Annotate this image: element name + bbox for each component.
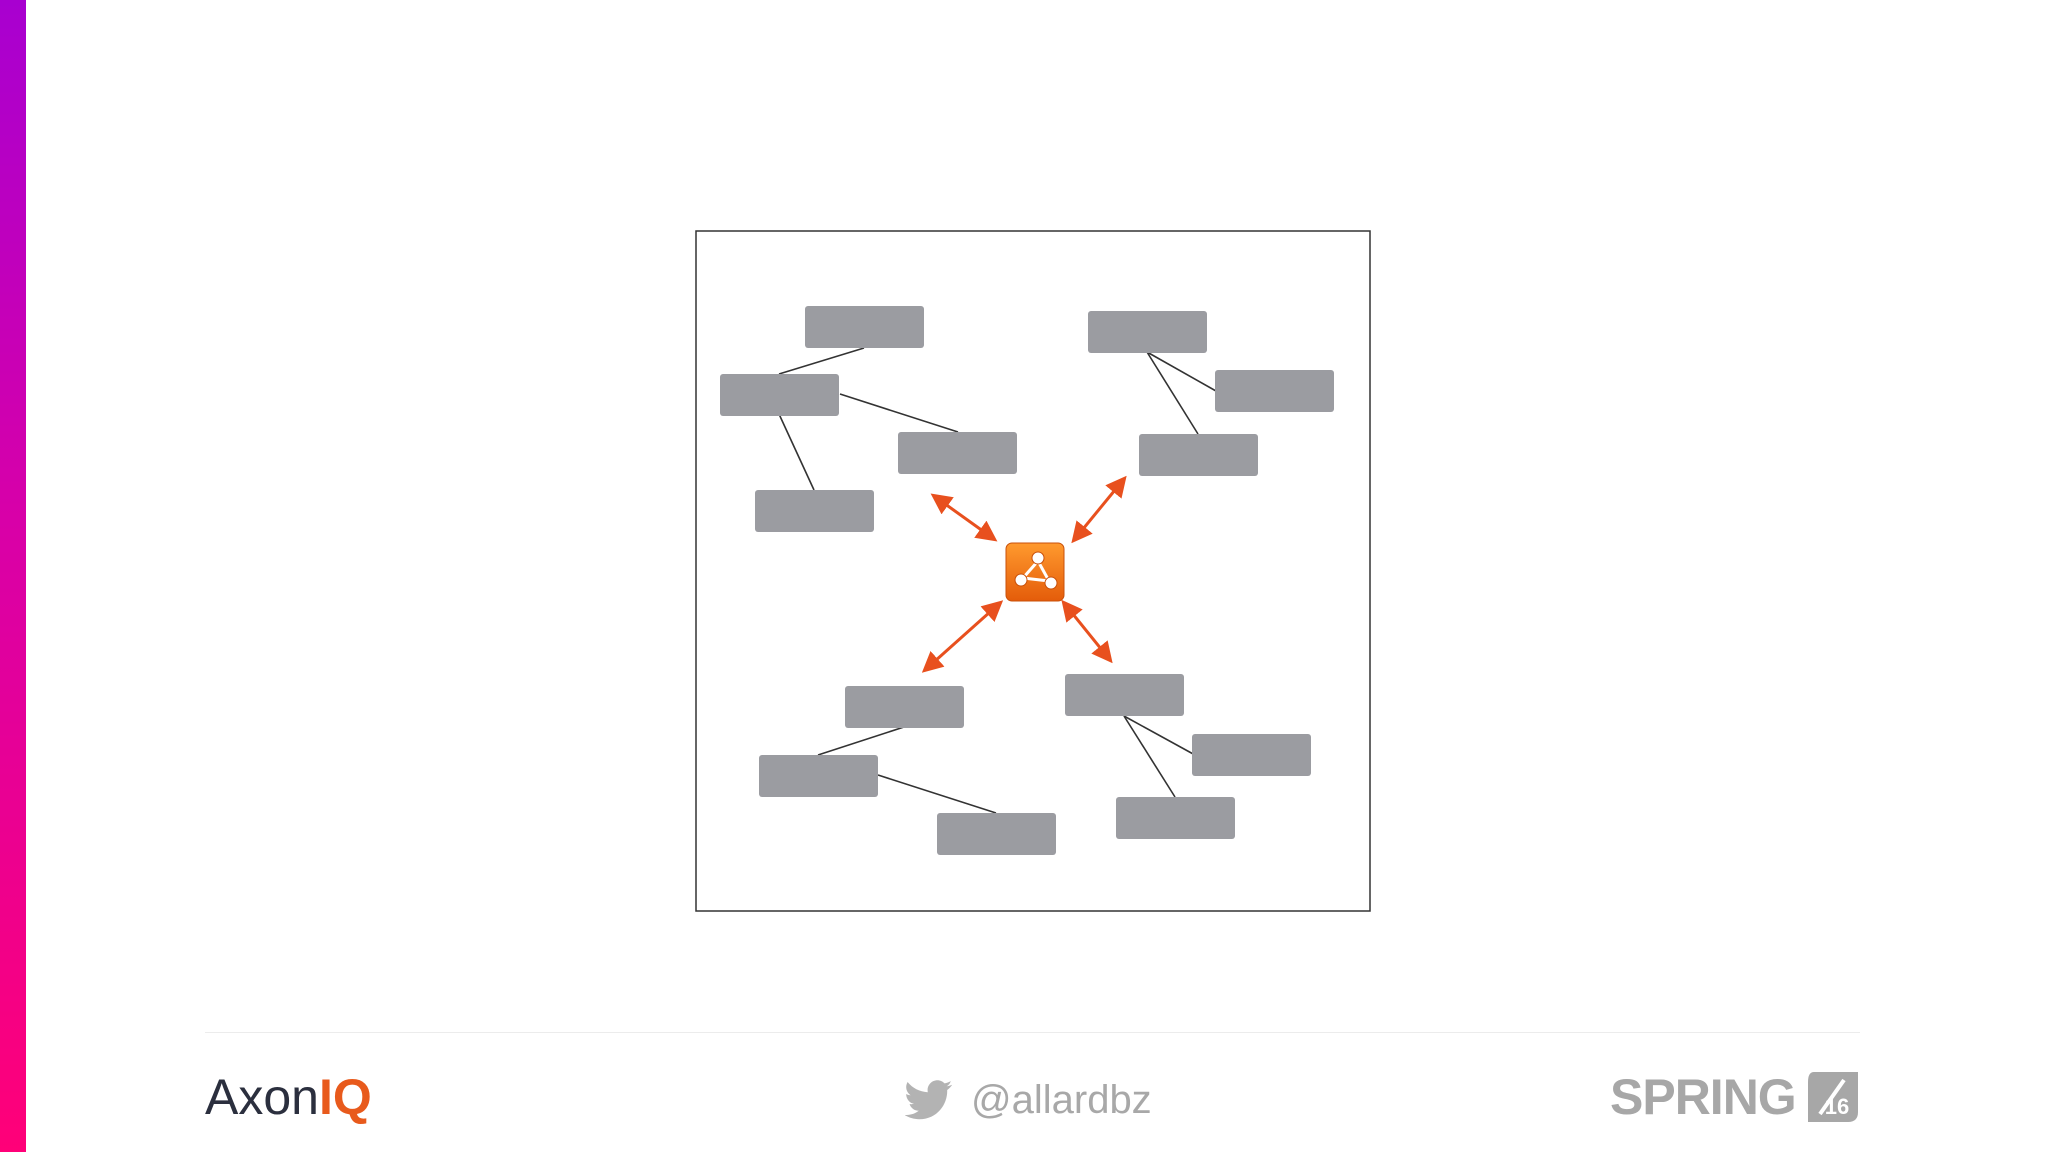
axoniq-logo: AxonIQ	[205, 1066, 372, 1128]
connector-line	[817, 726, 905, 756]
connector-line	[839, 393, 959, 433]
service-node	[1088, 311, 1207, 353]
axoniq-logo-iq: IQ	[318, 1069, 372, 1125]
spring-io-logo: SPRING 16	[1610, 1066, 1862, 1128]
message-bus-icon	[1005, 542, 1065, 602]
service-node	[720, 374, 839, 416]
service-node	[1116, 797, 1235, 839]
hub-arrow	[921, 600, 1004, 673]
connector-line	[1146, 351, 1199, 435]
twitter-handle-block: @allardbz	[905, 1070, 1152, 1130]
service-node	[805, 306, 924, 348]
service-node	[1192, 734, 1311, 776]
spring-logo-word: SPRING	[1610, 1069, 1797, 1125]
service-node	[845, 686, 964, 728]
hub-arrow	[1061, 599, 1113, 664]
accent-bar	[0, 0, 26, 1152]
connector-line	[1146, 351, 1217, 392]
connector-line	[778, 347, 865, 375]
connector-line	[1123, 715, 1196, 756]
connector-line	[778, 413, 815, 491]
connector-line	[877, 774, 997, 814]
service-nodes	[720, 306, 1334, 855]
hub-arrow	[1071, 475, 1127, 544]
twitter-handle-text: @allardbz	[971, 1077, 1152, 1122]
hub-arrow	[930, 493, 998, 542]
footer-divider	[205, 1032, 1860, 1033]
service-node	[1065, 674, 1184, 716]
hub-arrows	[921, 475, 1127, 673]
connector-lines	[778, 347, 1217, 814]
service-node	[759, 755, 878, 797]
service-node	[898, 432, 1017, 474]
service-node	[937, 813, 1056, 855]
twitter-bird-icon	[905, 1080, 953, 1120]
spring-badge-text: 16	[1824, 1094, 1848, 1119]
service-node	[1215, 370, 1334, 412]
spring-badge-icon: 16	[1807, 1072, 1858, 1122]
service-node	[1139, 434, 1258, 476]
connector-line	[1123, 715, 1176, 798]
service-node	[755, 490, 874, 532]
axoniq-logo-axon: Axon	[205, 1069, 319, 1125]
